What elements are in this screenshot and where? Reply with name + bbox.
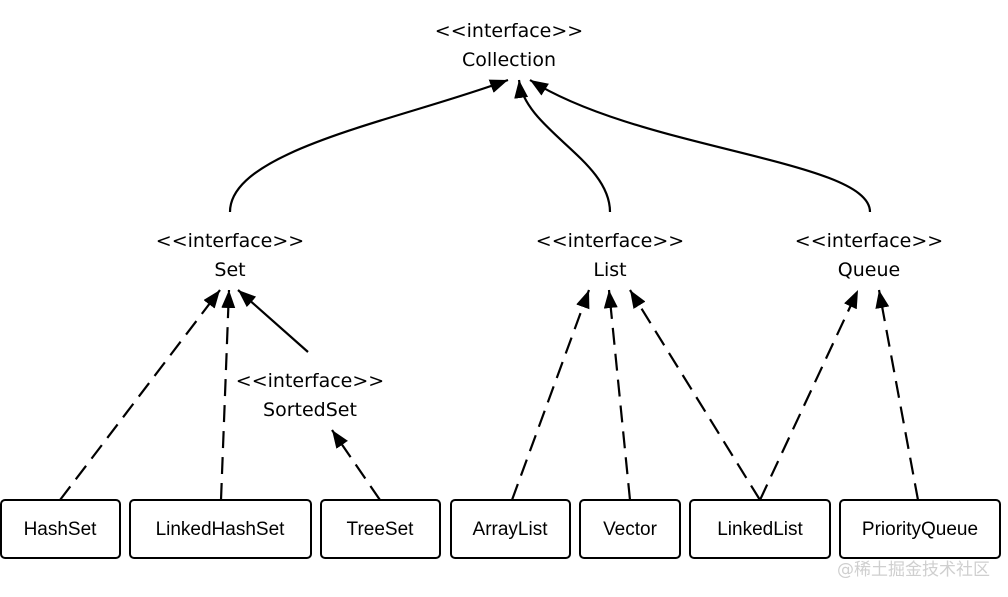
vector-label: Vector — [603, 519, 658, 540]
interface-queue: <<interface>> Queue — [795, 230, 943, 281]
edge-linkedlist-to-queue — [759, 289, 859, 501]
queue-name: Queue — [838, 259, 900, 281]
class-box-treeset: TreeSet — [320, 499, 441, 559]
edge-list-to-collection — [514, 79, 612, 213]
class-box-linkedhashset: LinkedHashSet — [129, 499, 312, 559]
interface-sortedset: <<interface>> SortedSet — [236, 370, 384, 421]
class-box-priorityqueue: PriorityQueue — [839, 499, 1001, 559]
edge-set-to-collection — [228, 78, 509, 213]
class-box-arraylist: ArrayList — [450, 499, 571, 559]
set-name: Set — [214, 259, 245, 281]
priorityqueue-label: PriorityQueue — [862, 519, 978, 540]
arraylist-label: ArrayList — [473, 519, 549, 540]
treeset-label: TreeSet — [347, 519, 415, 540]
edge-linkedhashset-to-set — [219, 289, 236, 501]
linkedlist-label: LinkedList — [717, 519, 803, 540]
list-stereotype: <<interface>> — [536, 230, 684, 252]
sortedset-stereotype: <<interface>> — [236, 370, 384, 392]
hashset-label: HashSet — [24, 519, 98, 540]
list-name: List — [593, 259, 626, 281]
watermark-text: @稀土掘金技术社区 — [837, 560, 990, 580]
edge-vector-to-list — [603, 289, 632, 501]
edge-treeset-to-sortedset — [331, 429, 381, 501]
queue-stereotype: <<interface>> — [795, 230, 943, 252]
set-stereotype: <<interface>> — [156, 230, 304, 252]
edge-linkedlist-to-list — [629, 289, 761, 501]
collection-stereotype: <<interface>> — [435, 20, 583, 42]
linkedhashset-label: LinkedHashSet — [156, 519, 286, 540]
edge-hashset-to-set — [59, 289, 221, 501]
interface-list: <<interface>> List — [536, 230, 684, 281]
sortedset-name: SortedSet — [263, 399, 357, 421]
edge-priorityqueue-to-queue — [875, 289, 920, 501]
edge-queue-to-collection — [529, 79, 872, 213]
collection-name: Collection — [462, 49, 556, 71]
interface-collection: <<interface>> Collection — [435, 20, 583, 71]
class-box-vector: Vector — [579, 499, 681, 559]
class-box-linkedlist: LinkedList — [689, 499, 831, 559]
class-box-hashset: HashSet — [0, 499, 121, 559]
interface-set: <<interface>> Set — [156, 230, 304, 281]
edge-sortedset-to-set — [237, 289, 309, 353]
edge-arraylist-to-list — [510, 289, 591, 501]
